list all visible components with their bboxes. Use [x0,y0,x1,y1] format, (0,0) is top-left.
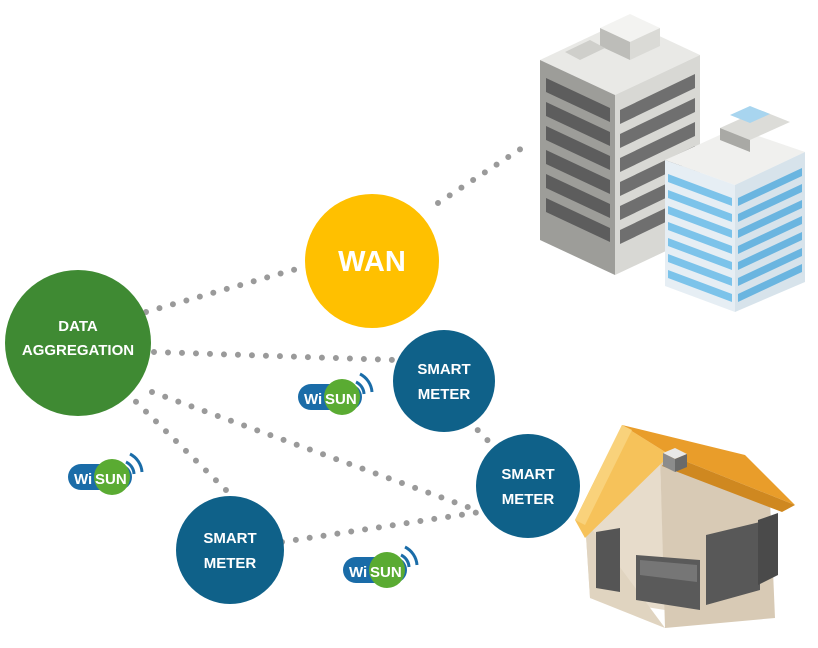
smart-meter-3-label-line2: METER [204,555,257,572]
wisun-logo-sun: SUN [325,391,357,408]
smart-meter-3-node: SMART METER [176,496,284,604]
data-aggregation-label-line2: AGGREGATION [22,342,134,359]
wisun-logo-sun: SUN [95,471,127,488]
smart-meter-2-label-line1: SMART [501,466,554,483]
wisun-logo-wi: Wi [304,391,322,408]
wan-node: WAN [305,194,439,328]
wisun-logo-icon: Wi SUN [68,452,144,495]
link-meter-1-meter-2 [465,417,498,451]
link-aggregation-meter-2 [149,389,479,513]
link-aggregation-meter-3 [123,389,235,499]
smart-meter-2-node: SMART METER [476,434,580,538]
wan-circle [305,194,439,328]
link-aggregation-meter-1 [151,349,398,363]
wisun-logo-wi: Wi [74,471,92,488]
wan-label: WAN [338,246,406,278]
office-buildings-icon [540,14,805,312]
smart-meter-2-label-line2: METER [502,491,555,508]
data-aggregation-label-line1: DATA [58,318,98,335]
house-icon [575,425,795,628]
smart-meter-1-node: SMART METER [393,330,495,432]
link-meter-3-meter-2 [279,509,483,545]
wisun-logo-icon: Wi SUN [343,545,419,588]
wisun-logo-sun: SUN [370,564,402,581]
link-wan-buildings [435,145,525,206]
wisun-logo-wi: Wi [349,564,367,581]
connection-lines [123,145,525,545]
smart-meter-1-label-line2: METER [418,386,471,403]
data-aggregation-circle [5,270,151,416]
data-aggregation-node: DATA AGGREGATION [5,270,151,416]
smart-meter-1-circle [393,330,495,432]
link-aggregation-wan [143,265,303,315]
smart-meter-3-label-line1: SMART [203,530,256,547]
wisun-logo-icon: Wi SUN [298,372,374,415]
smart-meter-2-circle [476,434,580,538]
smart-meter-3-circle [176,496,284,604]
smart-meter-1-label-line1: SMART [417,361,470,378]
